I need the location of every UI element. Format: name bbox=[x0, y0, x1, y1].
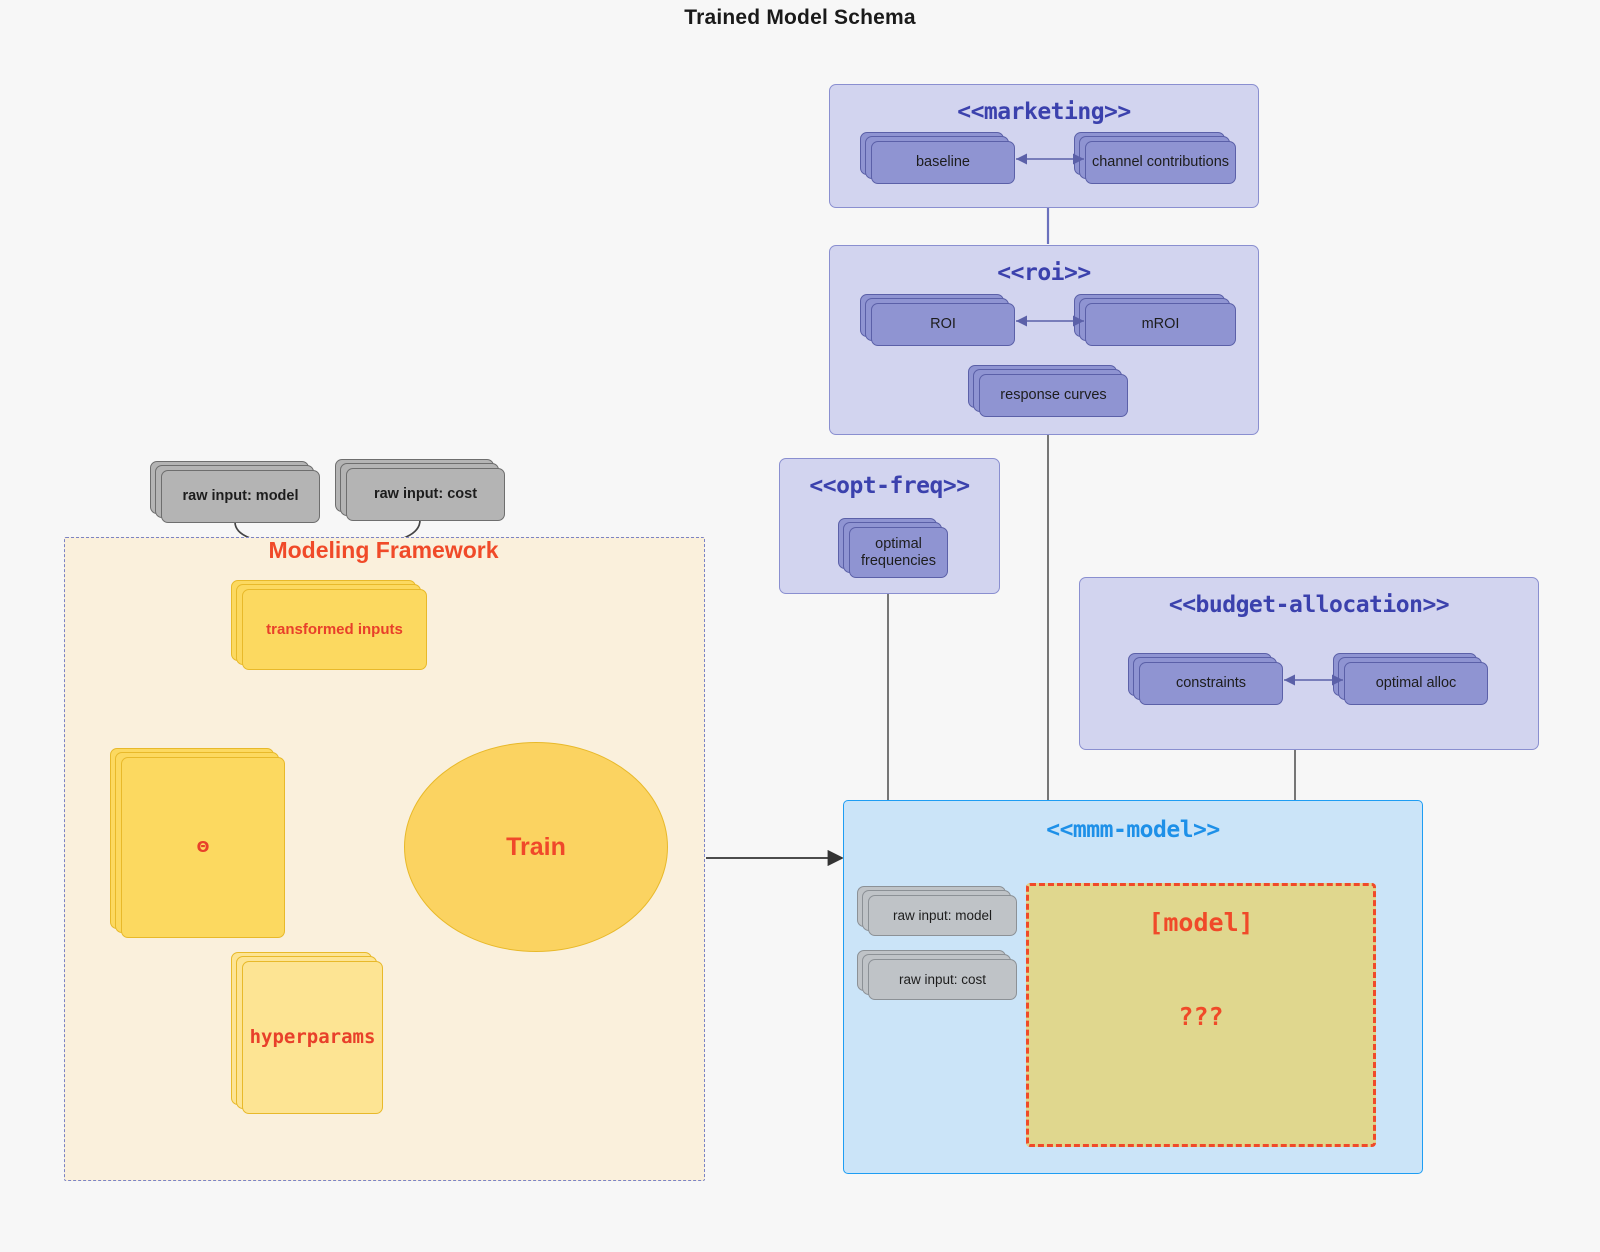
card-sheet-front bbox=[161, 470, 320, 523]
artifact-mroi-label: mROI bbox=[1141, 316, 1180, 333]
package-mmm-model-title: <<mmm-model>> bbox=[1046, 817, 1220, 843]
process-train-label: Train bbox=[506, 832, 566, 861]
model-placeholder-title: [model] bbox=[1148, 908, 1254, 937]
artifact-hyperparams-label: hyperparams bbox=[249, 1025, 376, 1048]
artifact-transformed-inputs[interactable]: transformed inputs bbox=[231, 580, 427, 670]
package-opt-freq-title: <<opt-freq>> bbox=[809, 473, 970, 499]
artifact-transformed-inputs-label: transformed inputs bbox=[266, 620, 403, 638]
card-sheet-front bbox=[979, 374, 1128, 417]
artifact-response-curves[interactable]: response curves bbox=[968, 365, 1128, 417]
artifact-raw-input-cost[interactable]: raw input: cost bbox=[335, 459, 505, 521]
card-sheet-front bbox=[242, 961, 383, 1114]
card-sheet-front bbox=[849, 527, 948, 578]
artifact-optimal-alloc[interactable]: optimal alloc bbox=[1333, 653, 1488, 705]
model-placeholder-region[interactable]: [model] ??? bbox=[1026, 883, 1376, 1147]
card-sheet-front bbox=[1139, 662, 1283, 705]
artifact-raw-input-cost-label: raw input: cost bbox=[373, 486, 478, 503]
artifact-constraints-label: constraints bbox=[1175, 675, 1247, 692]
card-sheet-front bbox=[1085, 141, 1236, 184]
artifact-mroi[interactable]: mROI bbox=[1074, 294, 1236, 346]
artifact-optimal-frequencies-label: optimal frequencies bbox=[861, 535, 936, 569]
artifact-mmm-raw-input-model-label: raw input: model bbox=[892, 907, 993, 923]
artifact-mmm-raw-input-cost-label: raw input: cost bbox=[898, 971, 987, 987]
model-placeholder-unknown: ??? bbox=[1178, 1002, 1224, 1031]
card-sheet-front bbox=[242, 589, 427, 670]
card-sheet-front bbox=[1085, 303, 1236, 346]
artifact-mmm-raw-input-cost[interactable]: raw input: cost bbox=[857, 950, 1017, 1000]
modeling-framework-label: Modeling Framework bbox=[268, 537, 499, 563]
artifact-baseline-label: baseline bbox=[915, 154, 970, 171]
card-sheet-front bbox=[868, 959, 1017, 1000]
artifact-response-curves-label: response curves bbox=[1000, 387, 1107, 404]
artifact-optimal-alloc-label: optimal alloc bbox=[1375, 675, 1457, 692]
package-marketing-title: <<marketing>> bbox=[957, 99, 1131, 125]
card-sheet-front bbox=[871, 141, 1015, 184]
artifact-raw-input-model[interactable]: raw input: model bbox=[150, 461, 320, 523]
card-sheet-front bbox=[1344, 662, 1488, 705]
artifact-roi-label: ROI bbox=[930, 316, 956, 333]
artifact-constraints[interactable]: constraints bbox=[1128, 653, 1283, 705]
process-train[interactable]: Train bbox=[404, 742, 668, 952]
artifact-optimal-frequencies[interactable]: optimal frequencies bbox=[838, 518, 948, 578]
card-sheet-front bbox=[121, 757, 285, 938]
artifact-theta-symbol: Θ bbox=[196, 837, 210, 856]
artifact-raw-input-model-label: raw input: model bbox=[182, 488, 299, 505]
card-sheet-front bbox=[871, 303, 1015, 346]
artifact-channel-contributions-label: channel contributions bbox=[1091, 154, 1230, 171]
card-sheet-front bbox=[346, 468, 505, 521]
package-roi-title: <<roi>> bbox=[997, 260, 1091, 286]
artifact-channel-contributions[interactable]: channel contributions bbox=[1074, 132, 1236, 184]
artifact-theta[interactable]: Θ bbox=[110, 748, 285, 938]
page-title: Trained Model Schema bbox=[684, 6, 916, 29]
artifact-baseline[interactable]: baseline bbox=[860, 132, 1015, 184]
card-sheet-front bbox=[868, 895, 1017, 936]
artifact-roi[interactable]: ROI bbox=[860, 294, 1015, 346]
artifact-hyperparams[interactable]: hyperparams bbox=[231, 952, 383, 1114]
package-budget-allocation-title: <<budget-allocation>> bbox=[1168, 592, 1450, 618]
artifact-mmm-raw-input-model[interactable]: raw input: model bbox=[857, 886, 1017, 936]
